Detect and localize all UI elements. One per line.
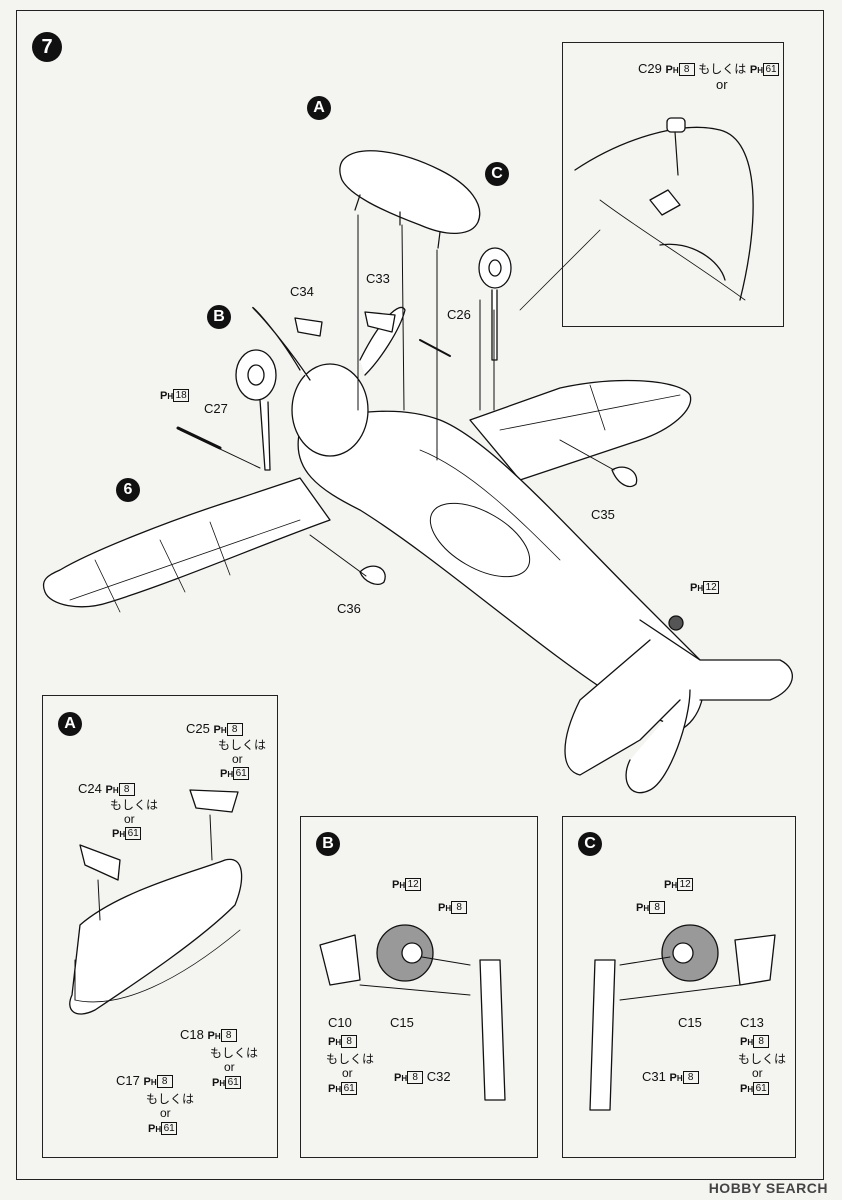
part-label-c35: C35 [591,507,615,522]
panel-b-c10-label: C10 [328,1015,352,1030]
inset-c29-art [574,117,754,301]
panel-a-art [69,789,243,1015]
aircraft-illustration [42,150,793,794]
panel-a-c24-or: or [124,812,135,826]
panel-c-c13-label: C13 [740,1015,764,1030]
detail-panel-c [562,816,796,1158]
panel-a-c18-or: or [224,1060,235,1074]
panel-b-art [319,924,506,1101]
panel-a-c17-or: or [160,1106,171,1120]
panel-a-badge: A [58,712,82,736]
panel-a-c24-moshikuwa: もしくは [110,798,159,812]
panel-b-c10-moshikuwa: もしくは [326,1052,375,1066]
part-label-c26: C26 [447,307,471,322]
part-label-c33: C33 [366,271,390,286]
part-label-c36: C36 [337,601,361,616]
step-number-badge: 7 [32,32,62,62]
panel-a-c18-moshikuwa: もしくは [210,1046,259,1060]
detail-panel-b [300,816,538,1158]
panel-a-c17-moshikuwa: もしくは [146,1092,195,1106]
panel-b-c10-or: or [342,1066,353,1080]
panel-b-c15-label: C15 [390,1015,414,1030]
panel-c-c13-moshikuwa: もしくは [738,1052,787,1066]
panel-c-c15-label: C15 [678,1015,702,1030]
callout-6-marker: 6 [116,478,140,502]
part-label-c34: C34 [290,284,314,299]
inset-detail-panel [562,42,784,327]
panel-c-c13-or: or [752,1066,763,1080]
callout-c-marker: C [485,162,509,186]
watermark: HOBBY SEARCH [708,1180,828,1196]
panel-b-badge: B [316,832,340,856]
callout-a-marker: A [307,96,331,120]
panel-a-c25-or: or [232,752,243,766]
panel-c-art [589,924,776,1111]
detail-panel-a [42,695,278,1158]
inset-or-text: or [716,77,728,92]
part-label-c27: C27 [204,401,228,416]
callout-b-marker: B [207,305,231,329]
instruction-frame [16,10,824,1180]
panel-a-c25-moshikuwa: もしくは [218,738,267,752]
panel-c-badge: C [578,832,602,856]
